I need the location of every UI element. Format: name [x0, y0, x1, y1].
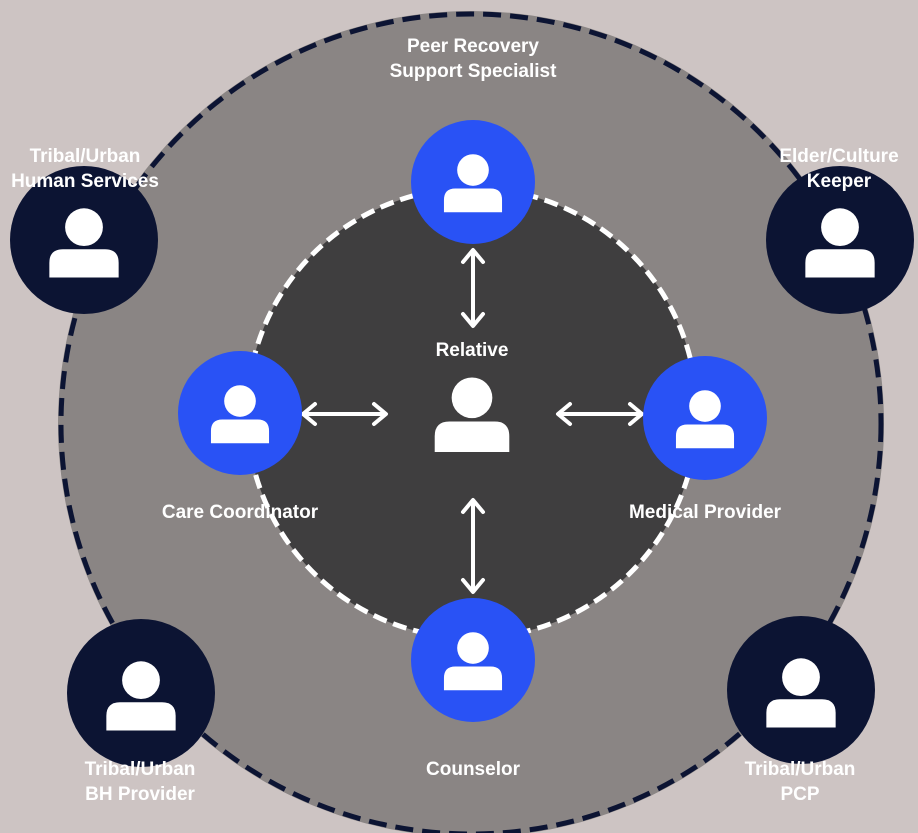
double-arrow-icon	[461, 248, 485, 328]
outer-node-human-services	[10, 166, 158, 314]
elder-culture-keeper-label: Elder/Culture Keeper	[779, 146, 899, 192]
care-coordinator-label: Care Coordinator	[161, 502, 319, 523]
human-services-label: Tribal/Urban Human Services	[11, 146, 159, 192]
medical-provider-label: Medical Provider	[628, 502, 782, 523]
inner-node-counselor	[411, 598, 535, 722]
inner-node-medical-provider	[643, 356, 767, 480]
double-arrow-icon	[301, 402, 388, 426]
inner-node-peer-recovery	[411, 120, 535, 244]
outer-node-pcp	[727, 616, 875, 764]
bh-provider-label: Tribal/Urban BH Provider	[84, 759, 196, 805]
outer-node-elder-culture-keeper	[766, 166, 914, 314]
inner-node-care-coordinator	[178, 351, 302, 475]
pcp-label: Tribal/Urban PCP	[744, 759, 856, 805]
relative-label: Relative	[435, 340, 509, 361]
double-arrow-icon	[461, 498, 485, 594]
counselor-label: Counselor	[426, 759, 520, 780]
peer-recovery-label: Peer Recovery Support Specialist	[389, 36, 557, 82]
outer-node-bh-provider	[67, 619, 215, 767]
outer-ring-border	[58, 11, 884, 833]
double-arrow-icon	[556, 402, 644, 426]
